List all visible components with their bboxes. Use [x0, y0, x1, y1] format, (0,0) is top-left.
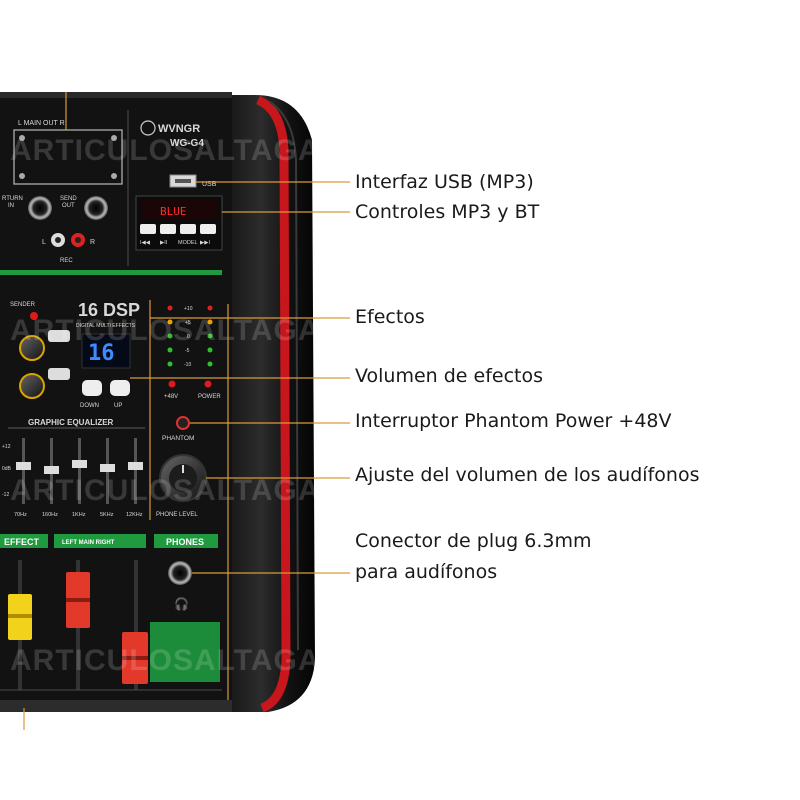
red-accent-strip [255, 95, 291, 713]
main-right-fader[interactable] [122, 560, 148, 690]
fx-up-button[interactable] [110, 380, 130, 396]
svg-text:+12: +12 [2, 444, 11, 450]
fx-knob-2[interactable] [19, 373, 45, 399]
dsp-display [81, 333, 131, 369]
callout-effects-volume: Volumen de efectos [355, 365, 544, 387]
svg-text:160Hz: 160Hz [42, 512, 58, 518]
mp3-next-button[interactable] [200, 224, 216, 234]
return-jack[interactable] [28, 196, 52, 220]
graphic-eq-sliders[interactable] [16, 438, 143, 504]
phones-jack[interactable] [168, 561, 192, 585]
svg-text:🎧: 🎧 [174, 597, 189, 611]
svg-text:L: L [42, 239, 46, 246]
svg-text:5KHz: 5KHz [100, 512, 114, 518]
svg-text:0: 0 [187, 334, 190, 340]
callout-lines [23, 92, 350, 730]
phantom-label: PHANTOM [162, 435, 194, 442]
effect-fader[interactable] [8, 560, 32, 690]
brand-logo: WVNGR [158, 123, 200, 135]
svg-text:SEND: SEND [60, 196, 77, 202]
svg-text:USB: USB [202, 181, 217, 188]
callout-phone-volume: Ajuste del volumen de los audífonos [355, 464, 700, 486]
svg-text:0dB: 0dB [2, 466, 12, 472]
svg-text:UP: UP [114, 403, 122, 409]
main-out-label: L MAIN OUT R [18, 120, 65, 127]
fx-knob-1[interactable] [19, 335, 45, 361]
graphic-eq-label: GRAPHIC EQUALIZER [28, 418, 114, 427]
main-out-box [13, 129, 123, 185]
svg-text:ARTICULOSALTAGAMA: ARTICULOSALTAGAMA [10, 314, 369, 347]
fx-led [30, 312, 38, 320]
svg-text:SENDER: SENDER [10, 302, 36, 308]
mp3-prev-button[interactable] [140, 224, 156, 234]
side-end-cap [232, 95, 315, 712]
power-led [204, 380, 212, 388]
phones-header [154, 534, 218, 548]
svg-text:▶II: ▶II [160, 240, 168, 246]
svg-text:DIGITAL MULTI EFFECTS: DIGITAL MULTI EFFECTS [76, 323, 136, 329]
svg-text:IN: IN [8, 203, 14, 209]
svg-text:OUT: OUT [62, 203, 75, 209]
svg-text:▶▶I: ▶▶I [200, 240, 210, 246]
fx-down-button[interactable] [82, 380, 102, 396]
svg-text:-5: -5 [185, 348, 190, 354]
effect-header [0, 534, 48, 548]
faceplate [0, 92, 232, 710]
main-header [54, 534, 146, 548]
watermark: ARTICULOSALTAGAMA [10, 134, 369, 167]
send-jack[interactable] [84, 196, 108, 220]
callout-phantom: Interruptor Phantom Power +48V [355, 410, 672, 432]
svg-text:ARTICULOSALTAGAMA: ARTICULOSALTAGAMA [10, 474, 369, 507]
svg-text:12KHz: 12KHz [126, 512, 143, 518]
svg-text:+10: +10 [184, 306, 193, 312]
rec-label: REC [60, 258, 73, 264]
svg-text:-12: -12 [2, 492, 9, 498]
mp3-display [142, 200, 218, 220]
model-label: WG-G4 [170, 138, 204, 149]
mp3-play-button[interactable] [160, 224, 176, 234]
mp3-mode-button[interactable] [180, 224, 196, 234]
level-meter: +10 +5 0 -5 -10 [167, 305, 213, 368]
mp3-display-text: BLUE [160, 205, 187, 218]
48v-led [168, 380, 176, 388]
green-divider [0, 270, 222, 275]
svg-text:70Hz: 70Hz [14, 512, 27, 518]
dsp-title: 16 DSP [78, 300, 140, 320]
svg-text:R: R [90, 239, 95, 246]
svg-text:ARTICULOSALTAGAMA: ARTICULOSALTAGAMA [10, 644, 369, 677]
svg-text:PHONE LEVEL: PHONE LEVEL [156, 512, 198, 518]
callout-usb: Interfaz USB (MP3) [355, 171, 534, 193]
callout-jack: Conector de plug 6.3mm para audífonos [355, 526, 592, 588]
callout-effects: Efectos [355, 306, 425, 328]
svg-text:POWER: POWER [198, 394, 221, 400]
svg-text:I◀◀: I◀◀ [140, 240, 151, 246]
svg-text:EFFECT: EFFECT [4, 537, 40, 547]
svg-text:+48V: +48V [164, 394, 178, 400]
dsp-display-text: 16 [88, 341, 115, 366]
svg-text:-10: -10 [184, 362, 191, 368]
svg-text:PHONES: PHONES [166, 537, 204, 547]
svg-text:LEFT MAIN RIGHT: LEFT MAIN RIGHT [62, 540, 115, 546]
callout-jack-line-1: Conector de plug 6.3mm [355, 530, 592, 552]
svg-text:+5: +5 [185, 320, 191, 326]
svg-text:RTURN: RTURN [2, 196, 23, 202]
callout-jack-line-2: para audífonos [355, 561, 498, 583]
svg-text:1KHz: 1KHz [72, 512, 86, 518]
phantom-switch[interactable] [176, 416, 190, 430]
main-left-fader[interactable] [66, 560, 90, 690]
svg-text:DOWN: DOWN [80, 403, 99, 409]
svg-text:MODEL: MODEL [178, 240, 198, 246]
callout-mp3-bt: Controles MP3 y BT [355, 201, 540, 223]
